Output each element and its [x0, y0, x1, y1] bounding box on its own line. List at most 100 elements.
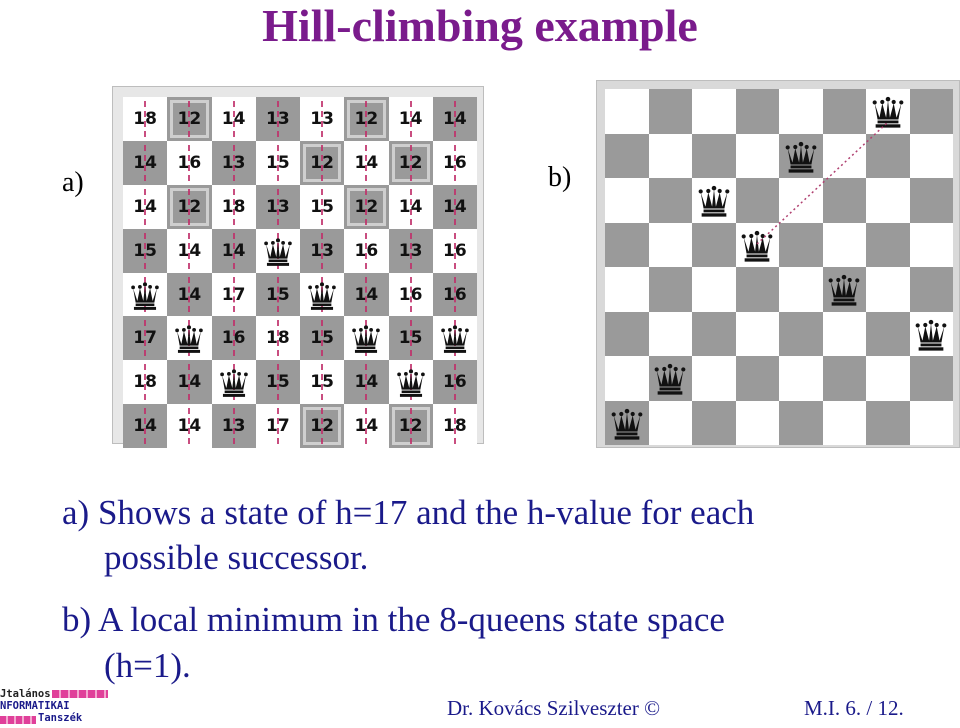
board-a-square: 14 — [211, 97, 256, 141]
board-b-square — [822, 133, 866, 178]
queen-icon — [172, 321, 206, 355]
h-value: 14 — [443, 108, 467, 129]
board-b — [596, 80, 960, 448]
h-value: 12 — [354, 196, 379, 217]
queen-icon — [912, 315, 950, 353]
h-value: 14 — [354, 284, 379, 305]
board-b-square — [909, 356, 953, 401]
h-value: 12 — [398, 152, 423, 173]
board-a-square: 17 — [255, 404, 300, 449]
h-value: 14 — [177, 240, 202, 261]
queen-icon — [349, 321, 383, 355]
board-b-square — [648, 222, 692, 267]
logo-bars-bottom — [0, 716, 36, 724]
board-a-square: 14 — [344, 360, 389, 405]
board-b-square — [648, 89, 692, 134]
board-b-square — [866, 311, 910, 356]
queen-icon — [305, 278, 339, 312]
board-b-square — [779, 400, 823, 445]
board-b-square — [605, 178, 649, 223]
board-a-square: 12 — [300, 404, 345, 449]
board-a-square: 14 — [344, 140, 389, 185]
board-a-square: 13 — [211, 404, 256, 449]
queen-icon — [128, 278, 162, 312]
board-a-square: 14 — [167, 228, 212, 273]
board-b-square — [648, 400, 692, 445]
board-b-square — [605, 89, 649, 134]
board-a-square — [300, 272, 345, 317]
h-value: 14 — [221, 240, 246, 261]
h-value: 12 — [177, 108, 202, 129]
queen-icon — [782, 137, 820, 175]
board-a-square — [388, 360, 433, 405]
board-b-square — [648, 356, 692, 401]
caption-b-line1: b) A local minimum in the 8-queens state… — [62, 600, 725, 639]
h-value: 16 — [443, 152, 467, 173]
board-a-square — [255, 228, 300, 273]
slide-title: Hill-climbing example — [262, 0, 698, 51]
h-value: 13 — [221, 416, 246, 437]
board-b-square — [779, 222, 823, 267]
h-value: 16 — [443, 240, 467, 261]
board-b-square — [866, 89, 910, 134]
board-b-square — [866, 222, 910, 267]
board-a-square: 13 — [255, 97, 300, 141]
board-b-square — [909, 311, 953, 356]
h-value: 14 — [354, 416, 379, 437]
board-b-square — [605, 311, 649, 356]
board-a-square: 14 — [167, 272, 212, 317]
board-a-square: 16 — [344, 228, 389, 273]
h-value: 12 — [177, 196, 202, 217]
queen-icon — [608, 404, 646, 442]
board-b-square — [692, 222, 736, 267]
board-a-square: 14 — [211, 228, 256, 273]
h-value: 12 — [354, 108, 379, 129]
board-a-square: 13 — [255, 184, 300, 229]
queen-icon — [738, 226, 776, 264]
board-a-square — [123, 272, 168, 317]
board-b-square — [909, 267, 953, 312]
board-a-square: 18 — [211, 184, 256, 229]
board-a-square: 16 — [167, 140, 212, 185]
h-value: 18 — [443, 416, 467, 437]
board-a-square: 12 — [388, 404, 433, 449]
board-b-square — [866, 178, 910, 223]
h-value: 13 — [398, 240, 423, 261]
board-a-square: 12 — [300, 140, 345, 185]
board-a-square: 14 — [388, 184, 433, 229]
h-value: 13 — [310, 108, 334, 129]
caption-b-line2: (h=1). — [104, 646, 191, 685]
board-a-square: 12 — [344, 184, 389, 229]
logo-bars-top — [52, 690, 108, 698]
h-value: 17 — [221, 284, 246, 305]
board-b-square — [605, 400, 649, 445]
department-logo: Jtalános NFORMATIKAI Tanszék — [0, 688, 110, 728]
board-b-square — [735, 89, 779, 134]
board-a-square: 15 — [300, 316, 345, 361]
h-value: 15 — [266, 284, 290, 305]
h-value: 16 — [443, 284, 467, 305]
board-b-square — [866, 400, 910, 445]
board-b-square — [779, 133, 823, 178]
board-a-square — [167, 316, 212, 361]
board-a-square: 17 — [211, 272, 256, 317]
board-b-square — [779, 356, 823, 401]
board-b-square — [648, 311, 692, 356]
board-b-square — [909, 222, 953, 267]
board-b-square — [779, 311, 823, 356]
board-a-square — [432, 316, 477, 361]
h-value: 15 — [266, 152, 290, 173]
board-b-square — [648, 178, 692, 223]
board-a-square: 12 — [344, 97, 389, 141]
board-b-square — [735, 133, 779, 178]
board-a-square: 14 — [123, 140, 168, 185]
board-a-square: 13 — [300, 228, 345, 273]
h-value: 16 — [354, 240, 379, 261]
board-b-square — [822, 267, 866, 312]
board-a-square: 14 — [123, 404, 168, 449]
board-b-square — [692, 267, 736, 312]
h-value: 12 — [398, 416, 423, 437]
board-a-square: 16 — [388, 272, 433, 317]
h-value: 14 — [133, 196, 157, 217]
